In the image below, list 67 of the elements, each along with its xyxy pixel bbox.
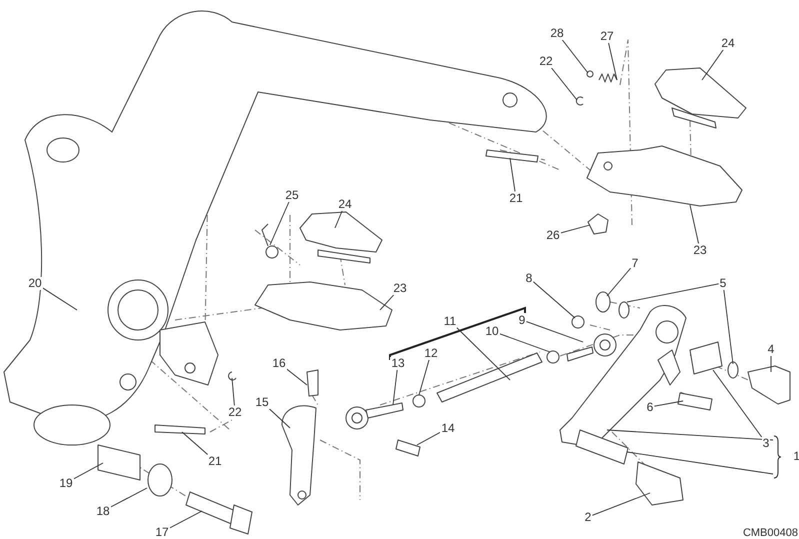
leader-line	[169, 510, 202, 528]
callout-number: 14	[440, 422, 456, 434]
callout-number: 17	[154, 526, 170, 538]
callout-number: 21	[207, 454, 223, 468]
leader-line	[690, 204, 699, 244]
leader-line	[456, 327, 510, 380]
leader-line	[702, 49, 724, 80]
callout-number: 7	[630, 256, 640, 270]
leader-line	[286, 368, 308, 386]
leader-line	[499, 333, 550, 352]
leader-line	[232, 378, 235, 406]
leader-line	[606, 430, 774, 440]
leader-line	[416, 432, 441, 446]
leader-line	[532, 281, 576, 318]
leader-line	[380, 294, 395, 310]
leader-line	[550, 67, 578, 100]
leader-line	[42, 287, 78, 310]
leader-line	[712, 370, 762, 438]
callout-number: 8	[524, 272, 534, 284]
leader-line	[626, 452, 774, 474]
drawing-code: CMB00408	[742, 527, 798, 539]
leader-line	[592, 492, 650, 516]
leader-line	[418, 359, 430, 396]
callout-number: 13	[390, 356, 406, 370]
callout-number: 15	[254, 396, 270, 408]
callout-number: 3	[762, 436, 770, 450]
callout-number: 1	[793, 450, 799, 463]
callout-number: 6	[646, 400, 654, 414]
leader-line	[560, 224, 590, 234]
callout-number: 9	[518, 314, 526, 326]
callout-number: 12	[423, 346, 439, 360]
leader-line	[654, 400, 684, 407]
callout-number: 11	[442, 314, 458, 328]
leader-line	[392, 369, 398, 406]
callout-number: 26	[545, 228, 561, 242]
leader-line	[73, 462, 104, 480]
callout-number: 21	[508, 192, 524, 204]
callout-number: 24	[720, 36, 736, 50]
leader-line	[562, 39, 588, 74]
leader-line	[606, 268, 632, 296]
leader-line	[608, 42, 618, 80]
leader-line	[526, 321, 584, 342]
callout-number: 10	[484, 324, 500, 338]
leader-line	[626, 283, 720, 302]
callout-number: 24	[337, 198, 353, 210]
callout-number: 22	[538, 54, 554, 68]
callout-number: 4	[766, 342, 776, 356]
callout-number: 16	[271, 356, 287, 370]
callout-number: 5	[718, 276, 728, 290]
callout-number: 22	[227, 406, 243, 418]
leader-line	[270, 201, 290, 246]
leader-line	[110, 488, 148, 508]
callout-number: 2	[584, 510, 592, 524]
callout-number: 23	[692, 244, 708, 256]
leader-line	[770, 355, 772, 372]
leader-line	[510, 158, 516, 192]
callout-number: 20	[27, 276, 43, 290]
callout-number: 18	[95, 504, 111, 518]
leader-line	[182, 432, 208, 455]
leader-line	[268, 408, 290, 428]
callout-number: 25	[284, 188, 300, 202]
leader-line	[723, 289, 734, 364]
leader-line	[334, 210, 343, 228]
callout-number: 27	[599, 30, 615, 42]
callout-number: 23	[392, 282, 408, 294]
callout-number: 28	[549, 26, 565, 40]
callout-number: 19	[58, 476, 74, 490]
